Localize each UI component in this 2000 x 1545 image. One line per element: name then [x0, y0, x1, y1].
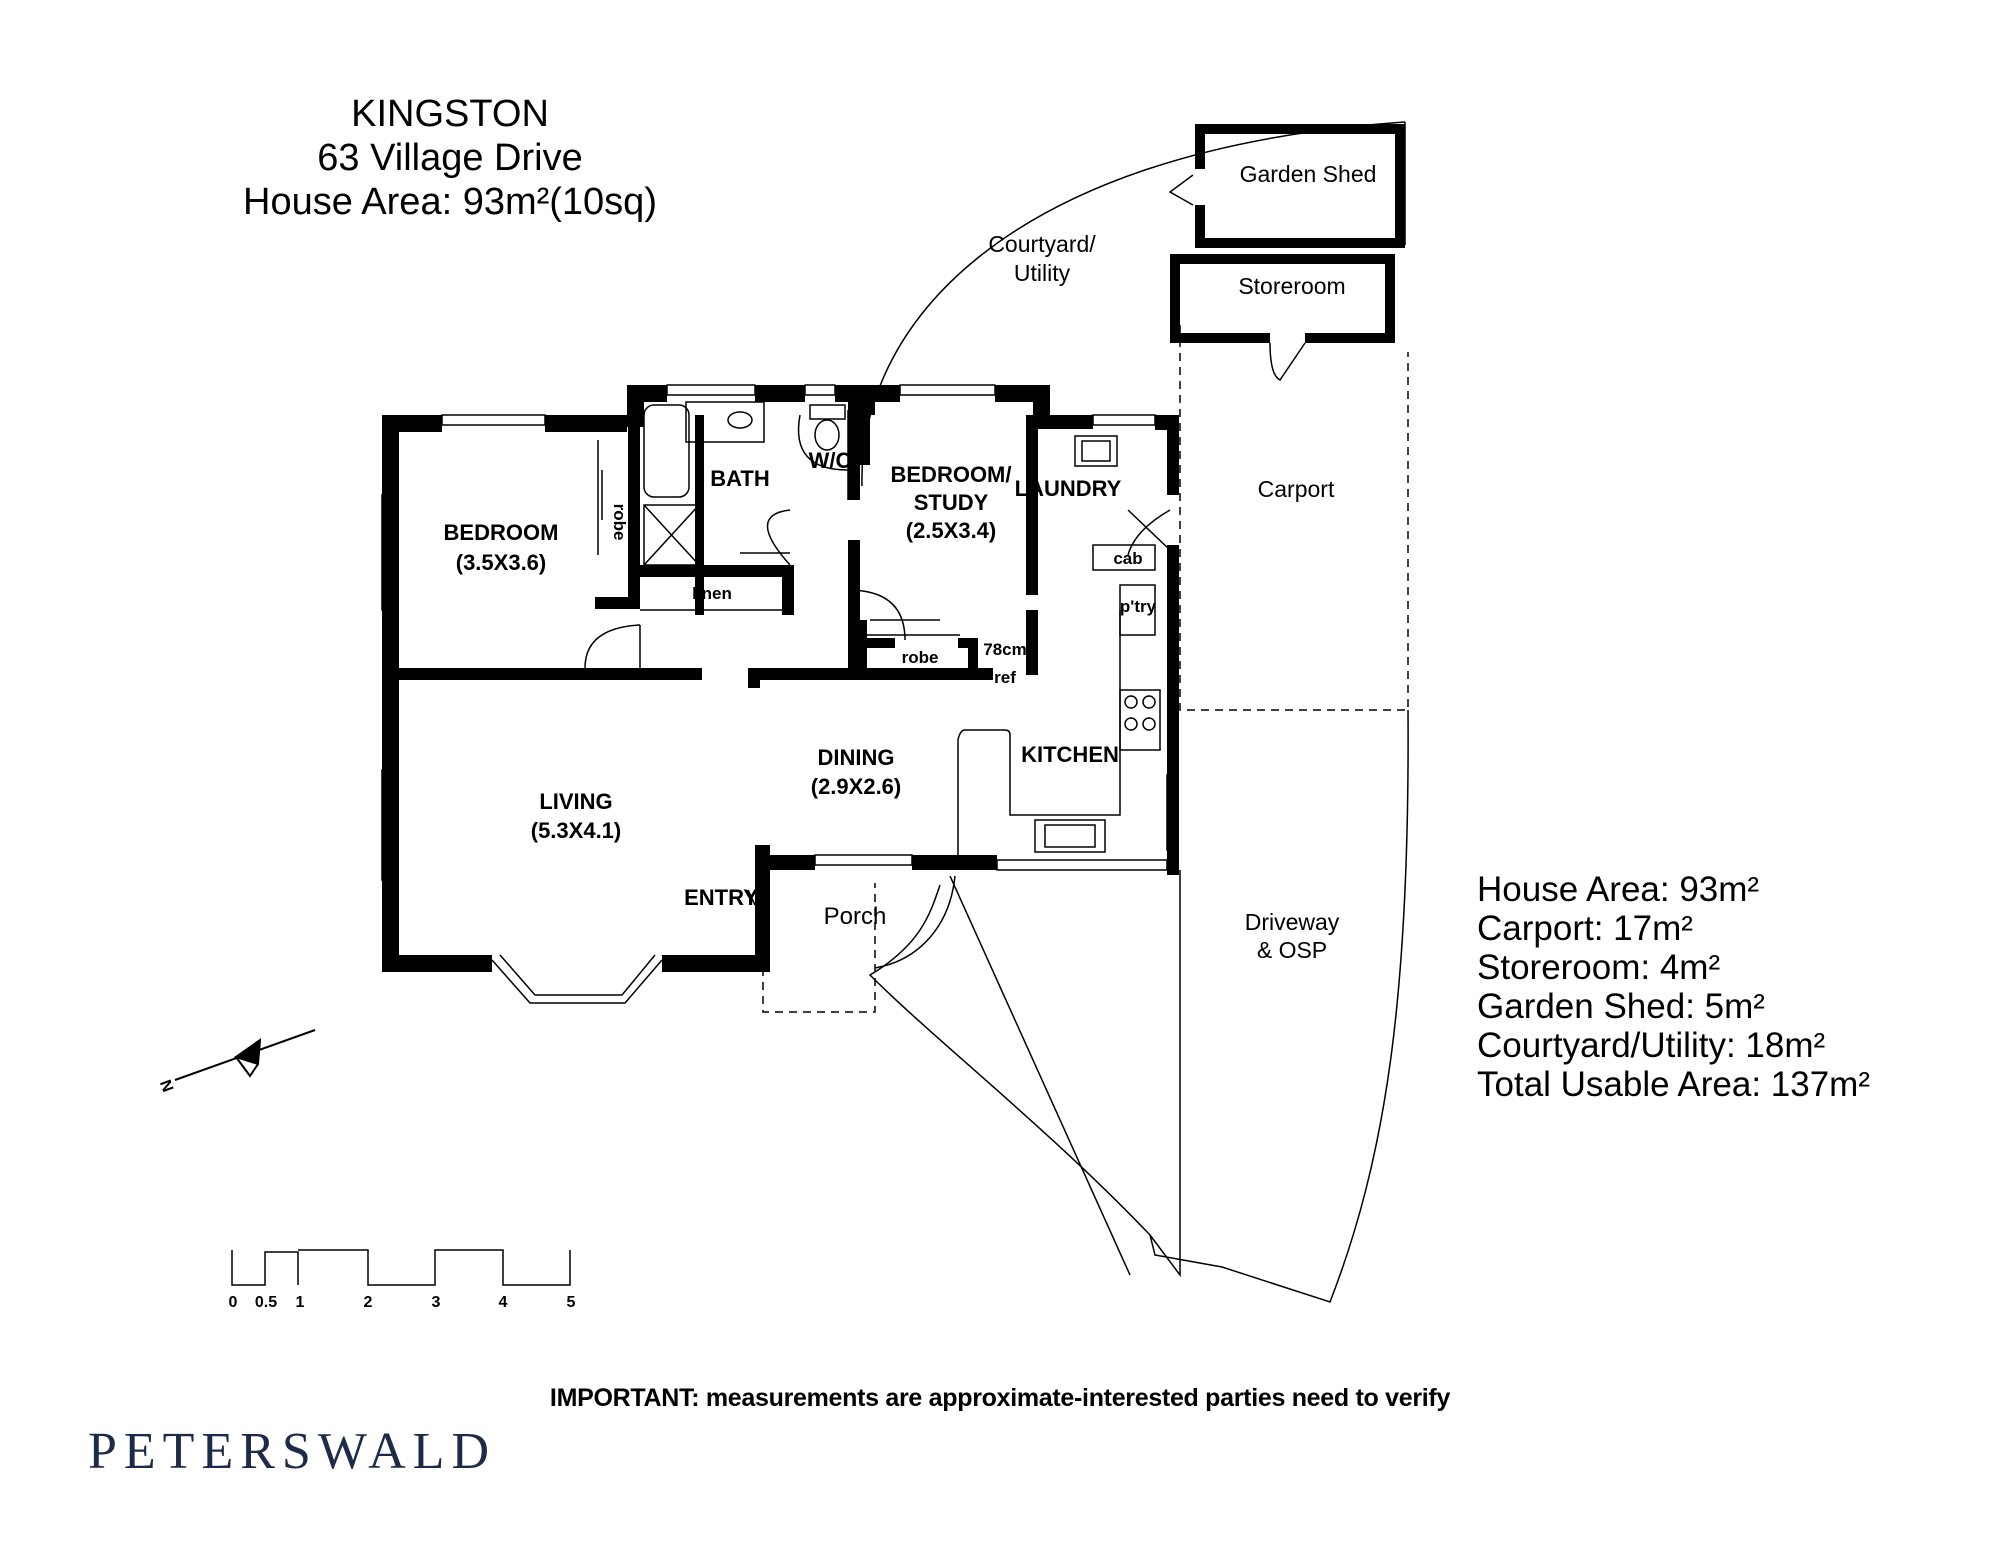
bedroom-study-label-1: BEDROOM/ — [891, 462, 1012, 487]
scale-label: 3 — [432, 1294, 441, 1311]
linen-label: linen — [692, 584, 732, 603]
driveway-label-2: & OSP — [1257, 937, 1327, 963]
courtyard-label-1: Courtyard/ — [988, 231, 1096, 257]
scale-label: 0.5 — [255, 1294, 277, 1311]
carport-label: Carport — [1258, 476, 1335, 502]
laundry-label: LAUNDRY — [1015, 476, 1122, 501]
dining-label: DINING — [818, 745, 895, 770]
entry-label: ENTRY — [684, 885, 758, 910]
suburb-title: KINGSTON — [351, 93, 549, 135]
scale-label: 4 — [499, 1294, 508, 1311]
pantry-label: p'try — [1120, 597, 1157, 616]
living-size-label: (5.3X4.1) — [531, 818, 622, 843]
fridge-label-2: ref — [994, 668, 1016, 687]
carport-area-line: Carport: 17m² — [1477, 909, 1693, 948]
storeroom-area-line: Storeroom: 4m² — [1477, 948, 1721, 987]
living-label: LIVING — [539, 789, 612, 814]
bedroom-study-size-label: (2.5X3.4) — [906, 518, 997, 543]
bedroom-robe-label: robe — [610, 504, 629, 541]
porch-boundary — [762, 883, 876, 1013]
fridge-label-1: 78cm — [983, 640, 1026, 659]
compass-icon — [174, 1029, 316, 1081]
disclaimer-text: IMPORTANT: measurements are approximate-… — [549, 1384, 1451, 1412]
total-area-line: Total Usable Area: 137m² — [1477, 1065, 1870, 1104]
carport-boundary — [1179, 325, 1409, 711]
courtyard-label-2: Utility — [1014, 260, 1071, 286]
house-area-title: House Area: 93m²(10sq) — [243, 181, 657, 223]
bedroom-label: BEDROOM — [444, 520, 559, 545]
driveway-label-1: Driveway — [1245, 909, 1340, 935]
address-title: 63 Village Drive — [317, 137, 583, 179]
study-robe-label: robe — [902, 648, 939, 667]
kitchen-label: KITCHEN — [1021, 742, 1119, 767]
bedroom-study-label-2: STUDY — [914, 490, 989, 515]
compass-north-label: N — [158, 1077, 178, 1094]
scale-bar — [231, 1250, 299, 1286]
courtyard-area-line: Courtyard/Utility: 18m² — [1477, 1026, 1826, 1065]
house-area-line: House Area: 93m² — [1477, 870, 1760, 909]
scale-label: 5 — [567, 1294, 576, 1311]
plan-header: KINGSTON 63 Village Drive House Area: 93… — [180, 92, 720, 224]
scale-label: 0 — [229, 1294, 238, 1311]
cab-label: cab — [1113, 549, 1142, 568]
scale-label: 2 — [364, 1294, 373, 1311]
storeroom-label: Storeroom — [1238, 273, 1345, 299]
area-summary: House Area: 93m² Carport: 17m² Storeroom… — [1477, 870, 1870, 1104]
dining-size-label: (2.9X2.6) — [811, 774, 902, 799]
bath-label: BATH — [710, 466, 769, 491]
garden-shed-label: Garden Shed — [1240, 161, 1377, 187]
bedroom-size-label: (3.5X3.6) — [456, 550, 547, 575]
brand-logo: PETERSWALD — [88, 1423, 496, 1480]
garden-shed-area-line: Garden Shed: 5m² — [1477, 987, 1765, 1026]
porch-label: Porch — [824, 903, 887, 930]
scale-label: 1 — [296, 1294, 305, 1311]
wc-label: W/C — [809, 448, 852, 473]
driveway-boundary — [1149, 709, 1409, 1303]
